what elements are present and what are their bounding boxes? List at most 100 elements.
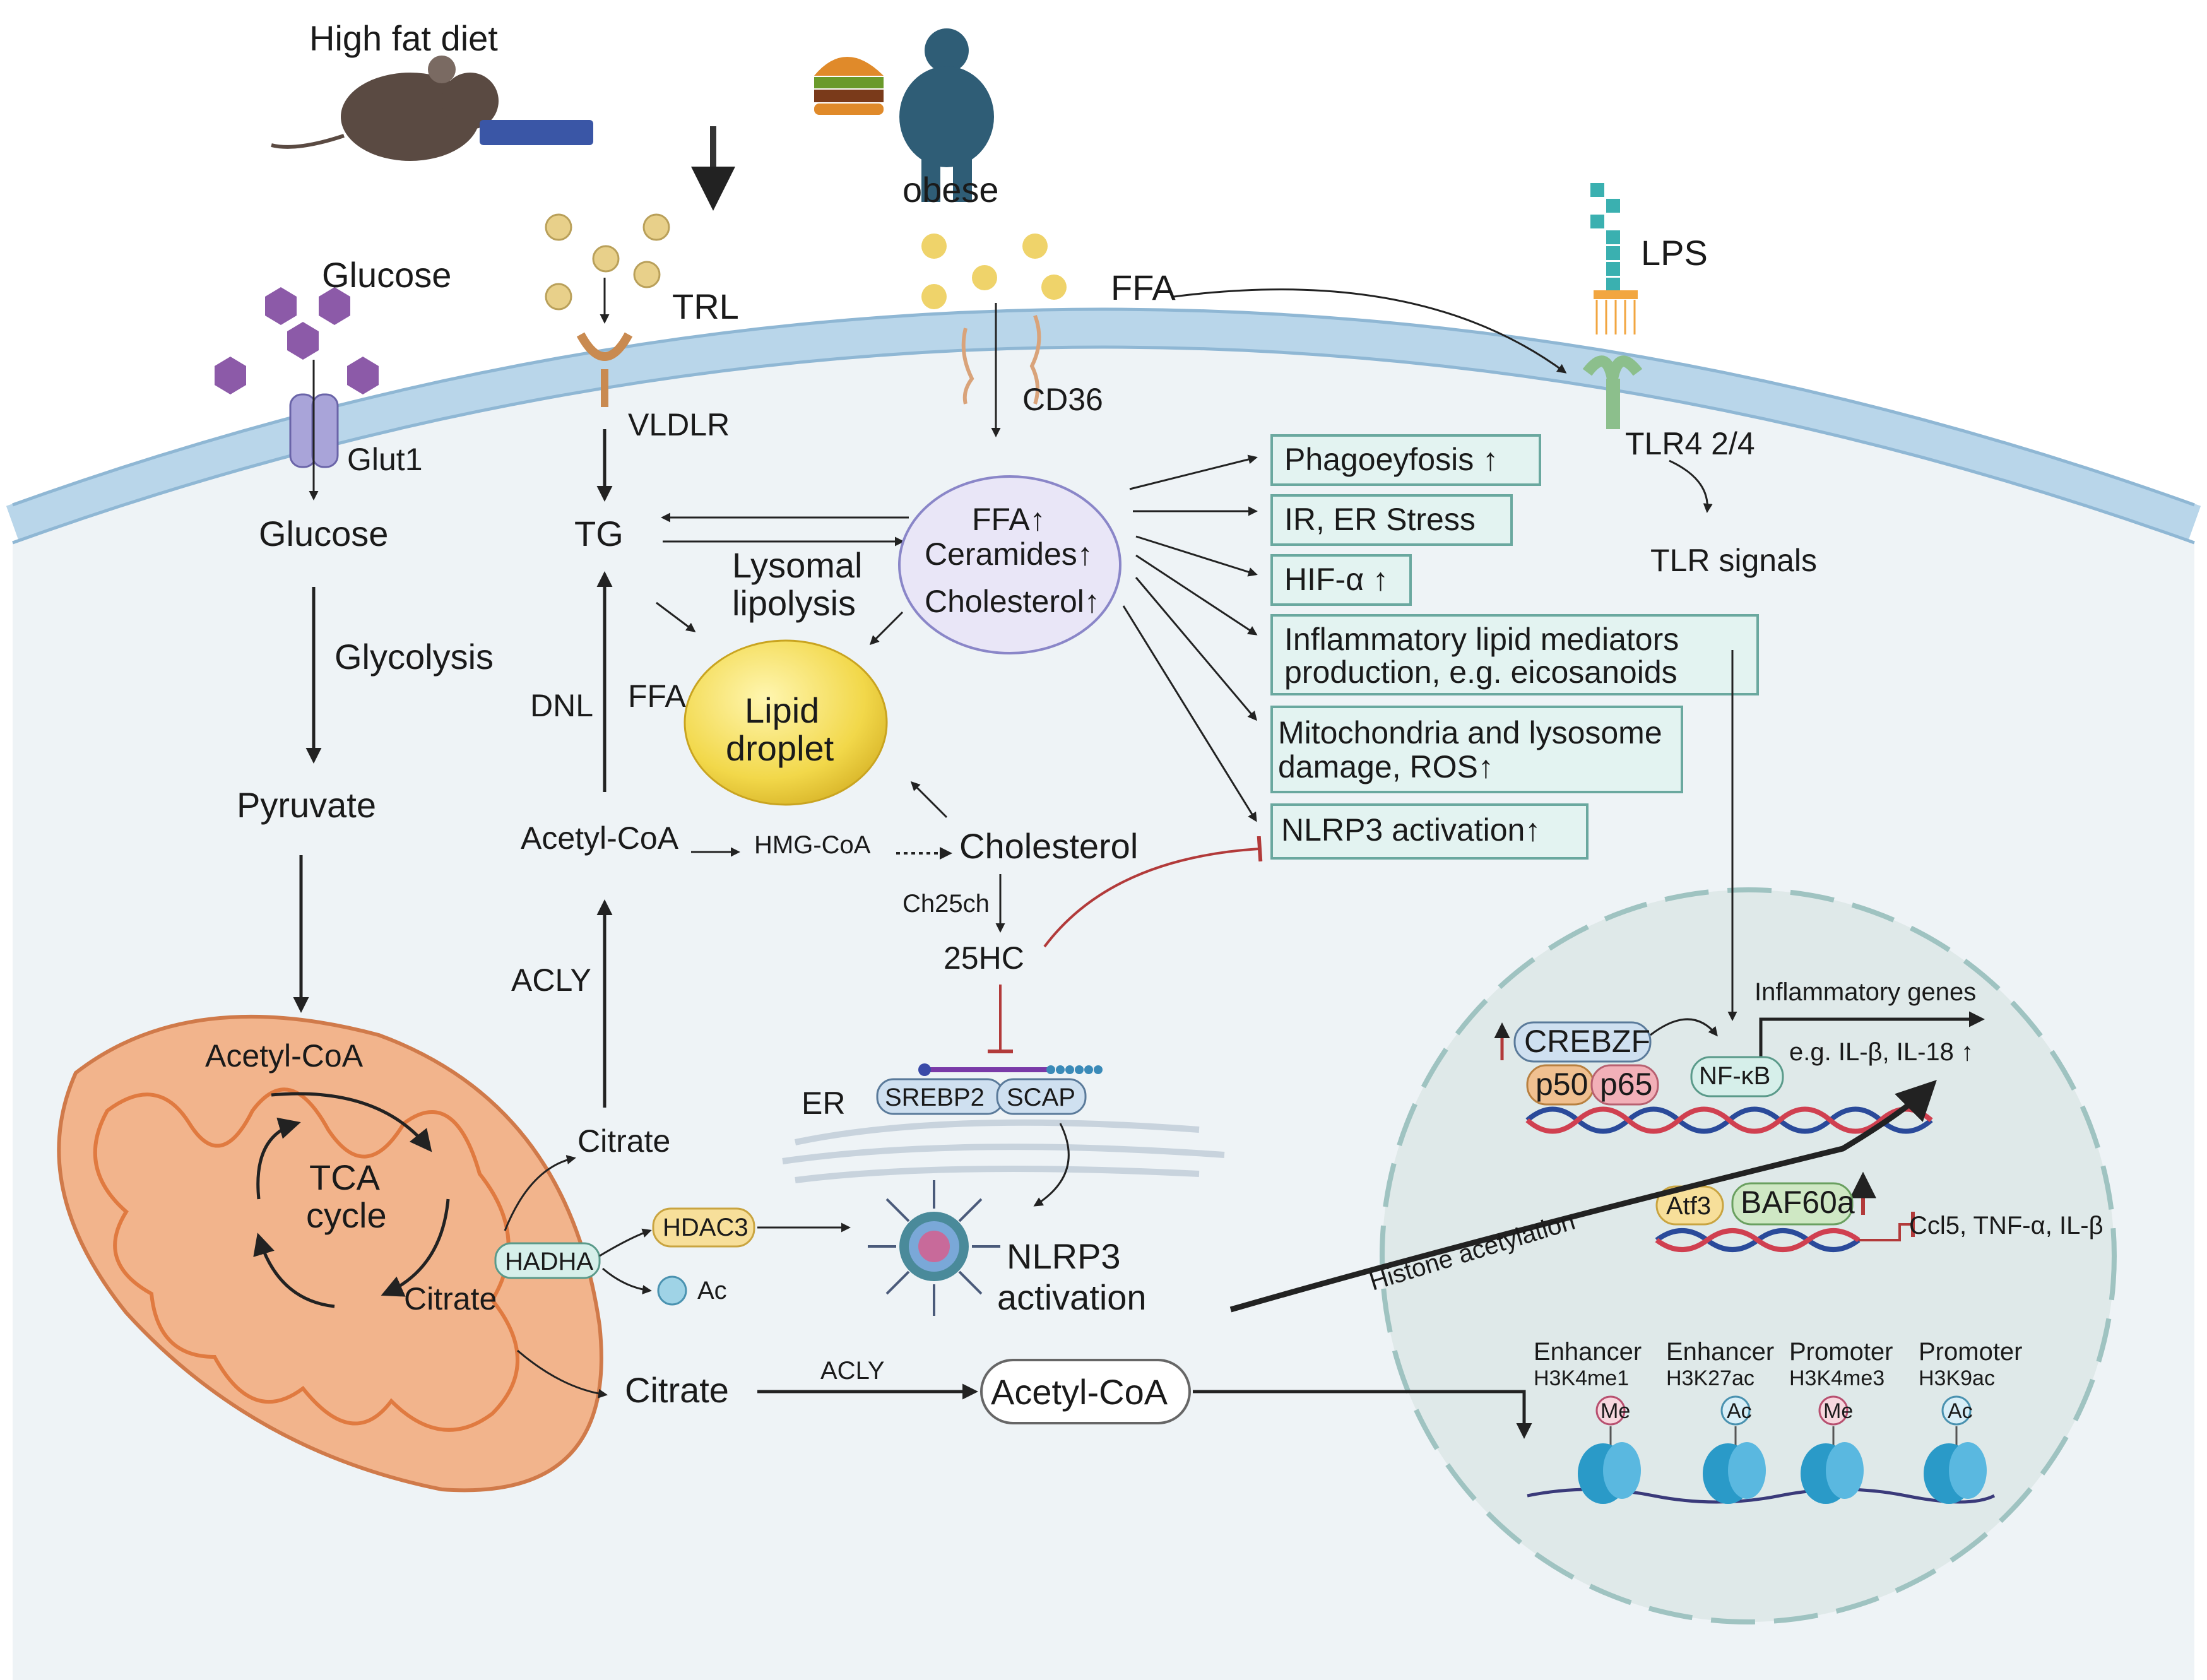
svg-text:damage, ROS↑: damage, ROS↑ <box>1278 749 1494 784</box>
baf60a-label: BAF60a <box>1741 1185 1855 1220</box>
nucleosome-2: Ac <box>1703 1395 1766 1504</box>
ffa-mid-label: FFA <box>628 678 686 714</box>
nucleosome-4: Ac <box>1924 1395 1987 1504</box>
srebp2-scap-complex <box>876 1063 1103 1115</box>
dnl-label: DNL <box>530 688 593 723</box>
baf60a-pill <box>1731 1182 1854 1226</box>
atf3-label: Atf3 <box>1666 1192 1711 1220</box>
hdac3-pill <box>652 1207 755 1248</box>
activation-label: activation <box>997 1277 1147 1317</box>
hadha-to-hdac3-arrow <box>599 1228 652 1257</box>
svg-text:Phagoeyfosis ↑: Phagoeyfosis ↑ <box>1284 442 1498 477</box>
acetyl-coa-bottom-label: Acetyl-CoA <box>991 1372 1168 1412</box>
svg-text:IR, ER Stress: IR, ER Stress <box>1284 502 1476 537</box>
effect-box-6: NLRP3 activation↑ <box>1270 803 1589 860</box>
cd36-receptor-icon <box>961 314 1041 405</box>
hadha-pill <box>494 1242 601 1279</box>
acetyl-coa-bottom-pill <box>980 1359 1191 1424</box>
effect-box-2: IR, ER Stress <box>1270 494 1513 546</box>
high-fat-diet-label: High fat diet <box>309 18 498 58</box>
histone-mod-3: Me <box>1823 1399 1853 1423</box>
ac-label: Ac <box>697 1277 727 1304</box>
ccl5-label: Ccl5, TNF-α, IL-β <box>1909 1212 2103 1239</box>
p65-pill <box>1590 1064 1659 1106</box>
cell-membrane <box>6 309 2201 542</box>
histone-mod-4: Ac <box>1948 1399 1973 1423</box>
cholesterol-label: Cholesterol <box>959 826 1138 866</box>
acly-mid-label: ACLY <box>511 962 591 998</box>
cholesterol-up-label: Cholesterol↑ <box>925 584 1100 619</box>
droplet-label: droplet <box>726 728 834 768</box>
acetyl-group-icon <box>657 1275 687 1306</box>
dna-helix-2 <box>1655 1228 1861 1252</box>
histone-region-3: Promoter <box>1789 1338 1893 1366</box>
trl-label: TRL <box>672 287 739 326</box>
dna-helix-1 <box>1525 1106 1933 1134</box>
nfkb-pill <box>1690 1056 1784 1097</box>
effect-box-3: HIF-α ↑ <box>1270 554 1412 606</box>
glut1-label: Glut1 <box>347 442 423 477</box>
eg-genes-label: e.g. IL-β, IL-18 ↑ <box>1789 1038 1973 1066</box>
histone-mod-1: Me <box>1601 1399 1630 1423</box>
acetyl-coa-to-chromatin-arrow <box>1193 1390 1532 1439</box>
trl-particles <box>545 213 670 311</box>
histone-mark-1: H3K4me1 <box>1534 1366 1629 1390</box>
tlr-label: TLR4 2/4 <box>1625 426 1755 461</box>
ffa-to-tlr-arrow <box>1173 288 1567 374</box>
citrate-up-label: Citrate <box>577 1123 670 1159</box>
ceramides-up-label: Ceramides↑ <box>925 536 1093 572</box>
histone-mark-3: H3K4me3 <box>1789 1366 1885 1390</box>
glucose-molecules <box>215 287 379 394</box>
lipid-droplet-icon <box>683 639 888 806</box>
mouse-icon <box>271 56 593 161</box>
citrate-bottom-arrow-in <box>517 1349 608 1399</box>
glycolysis-label: Glycolysis <box>334 637 494 677</box>
histone-region-2: Enhancer <box>1666 1338 1774 1366</box>
tca-label: TCA <box>309 1157 381 1197</box>
inflammatory-genes-label: Inflammatory genes <box>1754 978 1976 1006</box>
25hc-inhibits-nlrp3 <box>1043 836 1263 948</box>
ffa-top-label: FFA <box>1111 268 1176 307</box>
histone-region-4: Promoter <box>1919 1338 2023 1366</box>
glucose-top-label: Glucose <box>322 255 451 295</box>
vldlr-receptor-icon <box>576 332 633 407</box>
burger-icon <box>814 57 884 115</box>
lipid-species-ellipse <box>898 475 1121 654</box>
crebzf-pill <box>1513 1021 1652 1063</box>
ch25ch-label: Ch25ch <box>902 890 990 918</box>
svg-text:Mitochondria and lysosome: Mitochondria and lysosome <box>1278 715 1662 750</box>
ffa-up-label: FFA↑ <box>972 502 1046 537</box>
glucose-inner-label: Glucose <box>259 514 388 553</box>
obese-label: obese <box>902 170 999 210</box>
nucleosome-3: Me <box>1801 1395 1864 1504</box>
25hc-label: 25HC <box>944 940 1024 976</box>
tlr-receptor-icon <box>1582 355 1643 429</box>
crebzf-label: CREBZF <box>1524 1024 1650 1059</box>
vldlr-label: VLDLR <box>628 407 730 442</box>
tca-cycle-label: cycle <box>306 1195 387 1235</box>
lps-label: LPS <box>1641 233 1708 273</box>
nlrp3-inflammasome-icon <box>868 1180 1000 1316</box>
p50-label: p50 <box>1535 1067 1588 1102</box>
crebzf-to-nfkb-arrow <box>1650 1018 1718 1037</box>
svg-text:HIF-α ↑: HIF-α ↑ <box>1284 562 1388 597</box>
effect-box-1: Phagoeyfosis ↑ <box>1270 434 1541 486</box>
hmg-coa-label: HMG-CoA <box>754 831 871 859</box>
nlrp3-label: NLRP3 <box>1007 1236 1121 1276</box>
er-to-nlrp3-arrow <box>1033 1123 1070 1207</box>
svg-text:NLRP3 activation↑: NLRP3 activation↑ <box>1281 812 1541 848</box>
citrate-bottom-label: Citrate <box>625 1370 729 1410</box>
histone-acetylation-arrow <box>1229 1080 1937 1313</box>
tlr-signals-label: TLR signals <box>1650 543 1817 578</box>
histone-mark-2: H3K27ac <box>1666 1366 1754 1390</box>
hadha-label: HADHA <box>505 1248 593 1275</box>
cd36-label: CD36 <box>1022 382 1103 417</box>
histone-mod-2: Ac <box>1727 1399 1752 1423</box>
mitochondrion-icon <box>57 1014 603 1493</box>
tca-cycle-arrows <box>253 1092 450 1308</box>
ffa-particles <box>921 234 1067 309</box>
effect-box-4: Inflammatory lipid mediators production,… <box>1270 614 1759 695</box>
er-membranes-icon <box>782 1119 1225 1183</box>
lysosomal-label: Lysomal <box>732 545 862 585</box>
